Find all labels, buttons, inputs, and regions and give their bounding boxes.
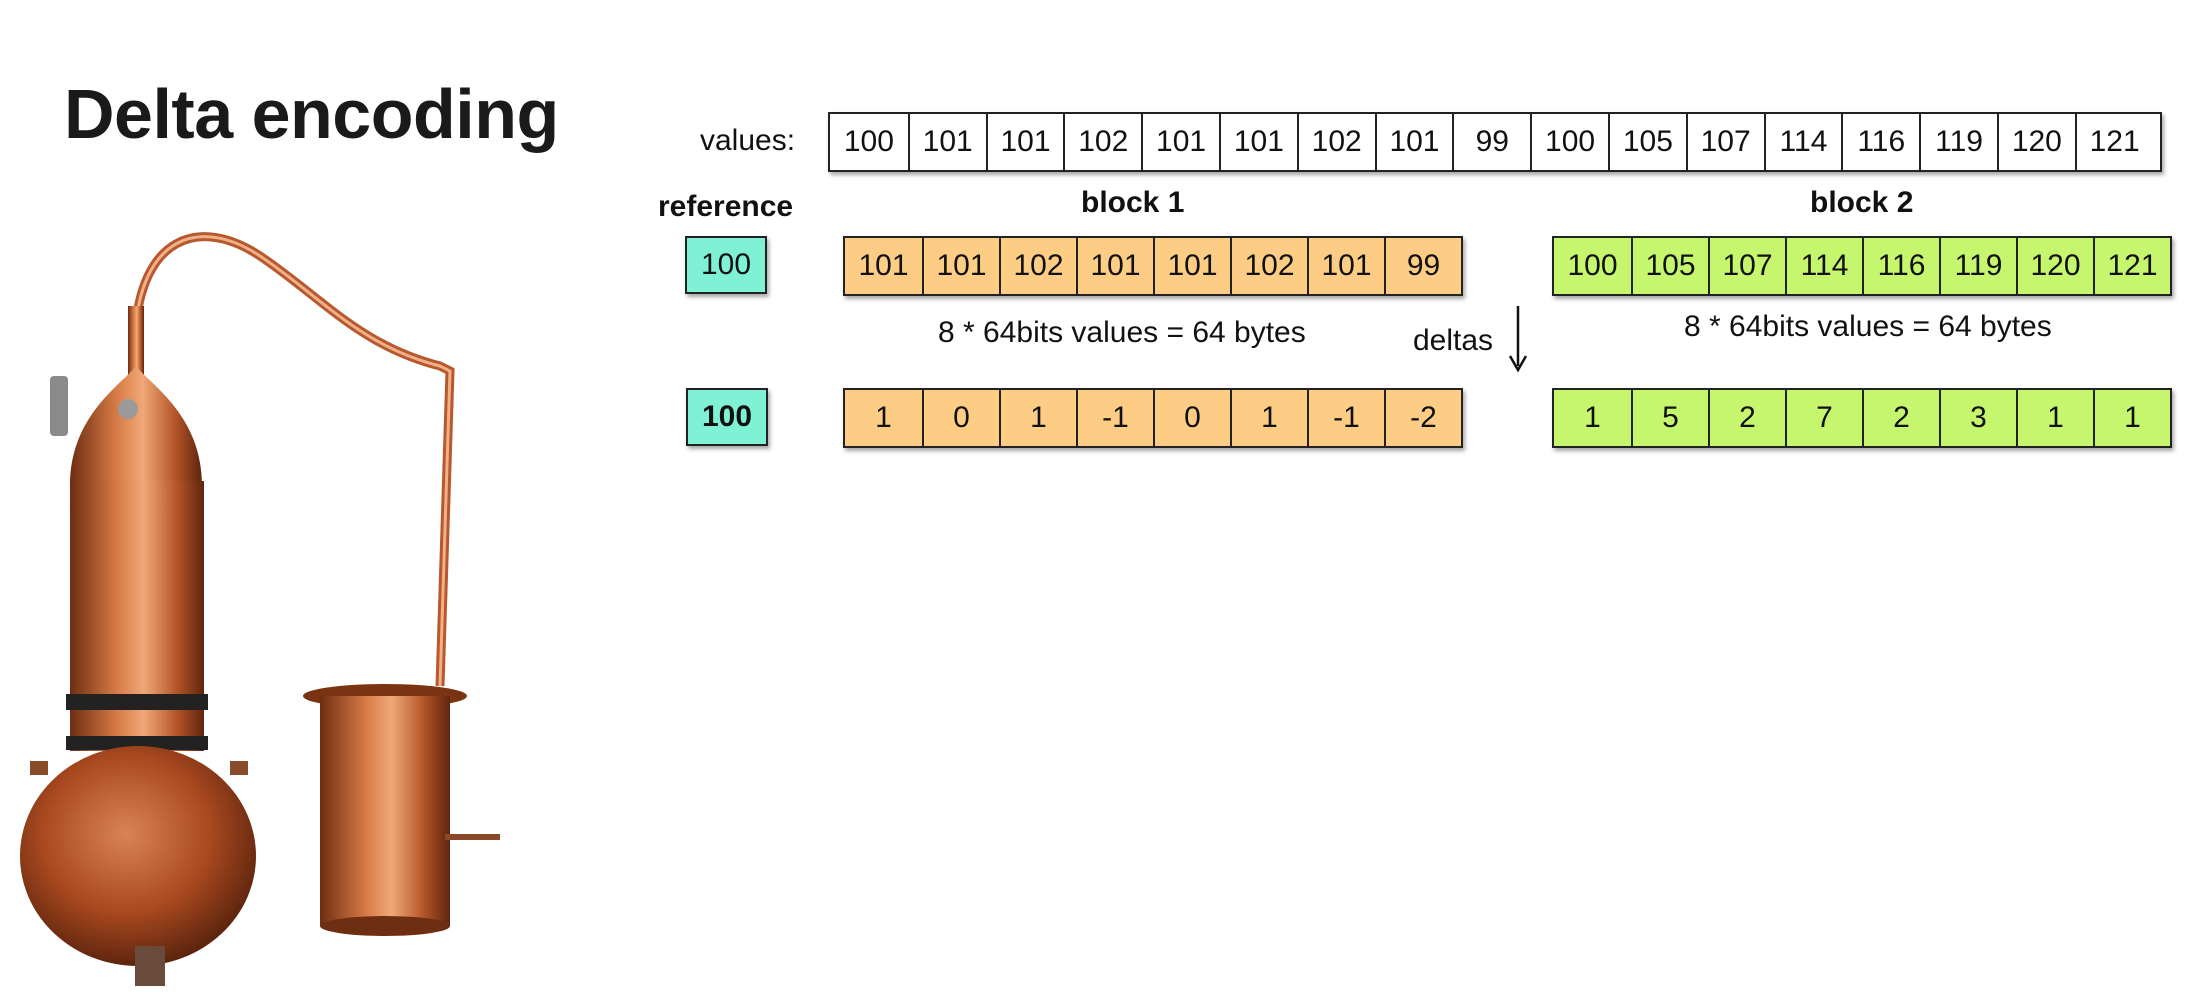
block1-value-cell: 99 [1384, 238, 1461, 294]
block2-value-cell: 105 [1631, 238, 1708, 294]
block1-delta-cell: 0 [1153, 390, 1230, 446]
value-cell: 101 [1218, 114, 1297, 170]
block2-delta-cell: 3 [1939, 390, 2016, 446]
block1-delta-cell: -2 [1384, 390, 1461, 446]
block2-label: block 2 [1810, 186, 1914, 219]
block1-delta-cell: 1 [999, 390, 1076, 446]
value-cell: 119 [1919, 114, 1997, 170]
value-cell: 120 [1996, 114, 2075, 170]
block1-delta-cell: 1 [1230, 390, 1307, 446]
block1-value-cell: 102 [1230, 238, 1307, 294]
value-cell: 114 [1763, 114, 1842, 170]
block2-value-cell: 120 [2016, 238, 2093, 294]
block2-value-cell: 116 [1862, 238, 1939, 294]
values-row: 100 101 101 102 101 101 102 101 99 100 1… [828, 112, 2162, 172]
block2-delta-cell: 5 [1631, 390, 1708, 446]
block1-value-cell: 102 [999, 238, 1076, 294]
value-cell: 101 [1141, 114, 1219, 170]
block2-delta-cell: 7 [1785, 390, 1862, 446]
block2-delta-cell: 2 [1708, 390, 1785, 446]
block1-delta-cell: -1 [1076, 390, 1153, 446]
value-cell: 121 [2074, 114, 2153, 170]
value-cell: 100 [1530, 114, 1608, 170]
block1-delta-cell: -1 [1307, 390, 1384, 446]
value-cell: 101 [985, 114, 1064, 170]
block1-values-row: 101 101 102 101 101 102 101 99 [843, 236, 1463, 296]
block1-value-cell: 101 [1307, 238, 1384, 294]
value-cell: 101 [1374, 114, 1453, 170]
block1-delta-cell: 0 [922, 390, 999, 446]
down-arrow-icon [1508, 306, 1528, 373]
block1-label: block 1 [1081, 186, 1185, 219]
block2-value-cell: 119 [1939, 238, 2016, 294]
block1-value-cell: 101 [922, 238, 999, 294]
block1-value-cell: 101 [858, 249, 909, 282]
block1-delta-cell: 1 [875, 401, 892, 434]
block2-values-row: 100 105 107 114 116 119 120 121 [1552, 236, 2172, 296]
value-cell: 102 [1063, 114, 1141, 170]
reference-label: reference [658, 190, 794, 223]
reference-box: 100 [685, 236, 767, 294]
block2-delta-cell: 1 [2016, 390, 2093, 446]
block2-size-text: 8 * 64bits values = 64 bytes [1684, 310, 2052, 343]
block1-value-cell: 101 [1076, 238, 1153, 294]
value-cell: 105 [1607, 114, 1686, 170]
block2-value-cell: 114 [1785, 238, 1862, 294]
block2-value-cell: 100 [1567, 249, 1618, 282]
block2-deltas-row: 1 5 2 7 2 3 1 1 [1552, 388, 2172, 448]
value-cell: 100 [843, 125, 894, 158]
deltas-label: deltas [1413, 324, 1494, 357]
block2-delta-cell: 1 [2093, 390, 2170, 446]
block2-value-cell: 121 [2093, 238, 2170, 294]
reference-box-encoded: 100 [686, 388, 768, 446]
value-cell: 102 [1296, 114, 1375, 170]
value-cell: 116 [1841, 114, 1919, 170]
value-cell: 107 [1685, 114, 1764, 170]
block1-size-text: 8 * 64bits values = 64 bytes [938, 316, 1306, 349]
block1-deltas-row: 1 0 1 -1 0 1 -1 -2 [843, 388, 1463, 448]
page-title: Delta encoding [64, 75, 559, 153]
value-cell: 101 [907, 114, 986, 170]
values-label: values: [700, 124, 796, 157]
value-cell: 99 [1452, 114, 1530, 170]
block2-delta-cell: 1 [1584, 401, 1601, 434]
copper-still-illustration [20, 232, 500, 986]
block2-value-cell: 107 [1708, 238, 1785, 294]
block2-delta-cell: 2 [1862, 390, 1939, 446]
block1-value-cell: 101 [1153, 238, 1230, 294]
